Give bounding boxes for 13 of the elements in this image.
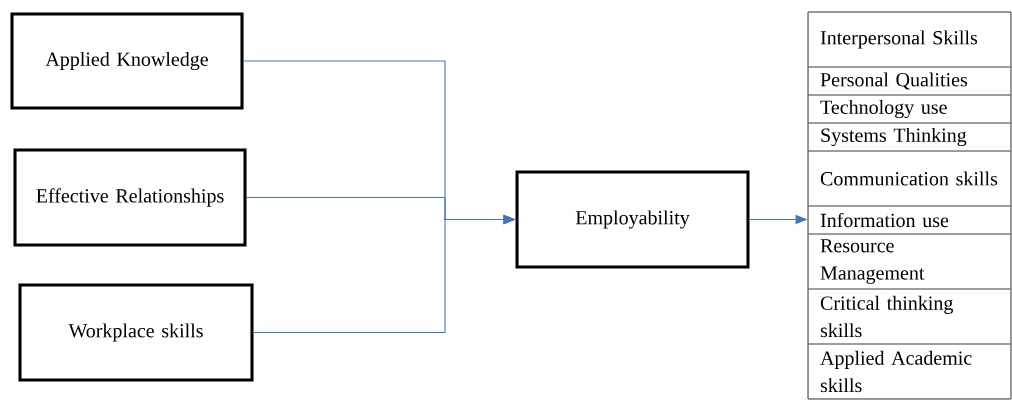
table-cell: Resource Management (807, 233, 1012, 290)
process-box: Applied Knowledge (10, 12, 244, 110)
table-cell: Systems Thinking (807, 122, 1012, 152)
table-cell: Critical thinking skills (807, 288, 1012, 345)
process-box: Employability (515, 170, 750, 269)
process-box: Workplace skills (18, 283, 254, 382)
table-cell: Communication skills (807, 150, 1012, 207)
table-cell: Technology use (807, 94, 1012, 124)
table-cell: Information use (807, 205, 1012, 235)
table-cell: Personal Qualities (807, 66, 1012, 96)
table-cell: Interpersonal Skills (807, 11, 1012, 68)
table-cell: Applied Academic skills (807, 343, 1012, 400)
process-box: Effective Relationships (13, 148, 247, 247)
